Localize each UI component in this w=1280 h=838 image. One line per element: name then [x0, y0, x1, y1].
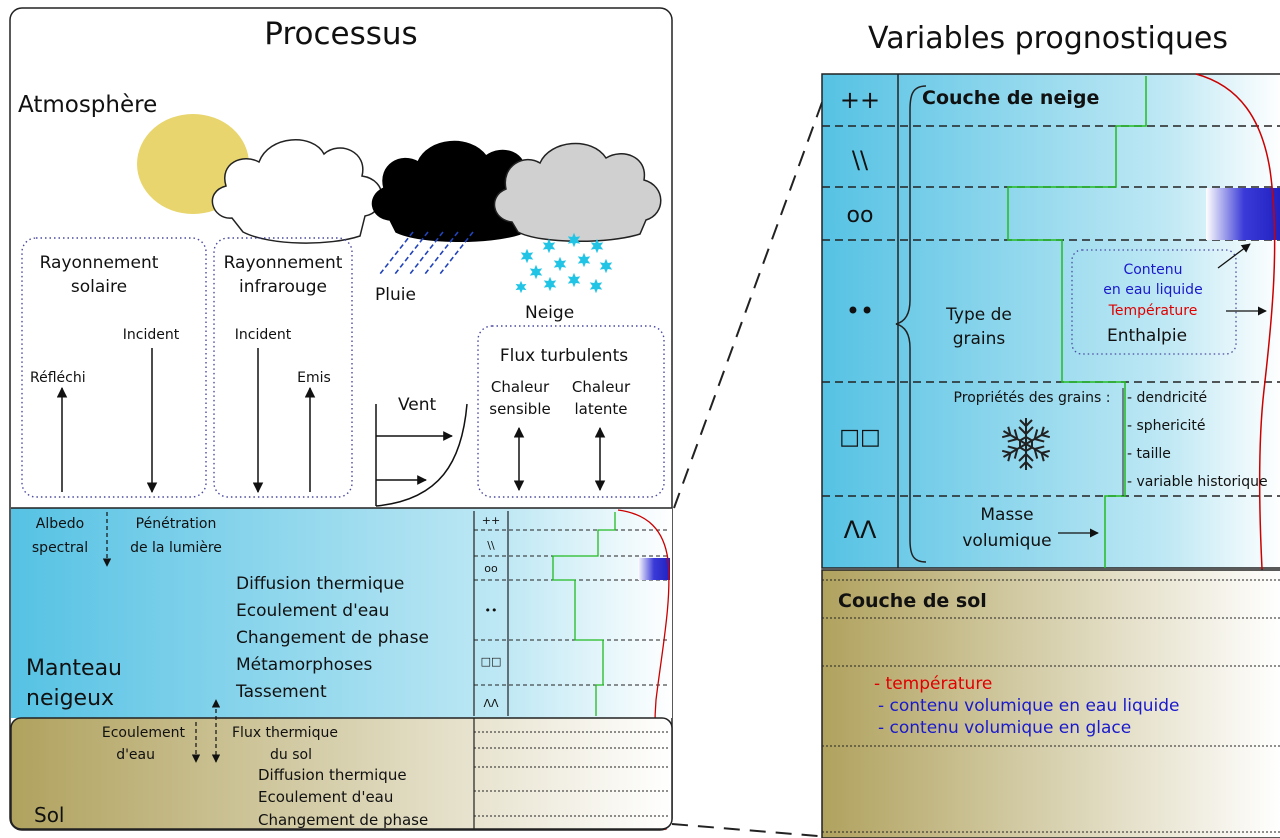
density-label: Masse [980, 505, 1033, 525]
grain-symbol-3: oo [847, 203, 874, 228]
albedo-label-2: spectral [32, 540, 88, 556]
infrared-incident-label: Incident [235, 327, 292, 343]
rain-icon [379, 231, 474, 275]
liquid-water-content-label-2: en eau liquide [1103, 282, 1202, 298]
density-label-2: volumique [962, 531, 1051, 551]
emitted-label: Emis [297, 370, 331, 386]
snow-process-4: Métamorphoses [236, 655, 372, 675]
ground-heat-flux-label-2: du sol [270, 747, 312, 763]
grain-property-1: - dendricité [1127, 390, 1207, 406]
snow-process-1: Diffusion thermique [236, 574, 404, 594]
soil-region [10, 717, 673, 830]
wind-profile-curve [375, 403, 468, 507]
grain-type-brace [895, 85, 927, 563]
zoom-line-top [673, 85, 829, 509]
white-cloud-icon [211, 139, 383, 244]
grain-property-3: - taille [1127, 446, 1171, 462]
soil-variable-2: - contenu volumique en eau liquide [878, 696, 1179, 716]
ground-heat-flux-label: Flux thermique [232, 725, 338, 741]
mini-grain-3: oo [484, 562, 498, 575]
mini-density-profile [552, 512, 616, 716]
atmosphere-label: Atmosphère [18, 92, 157, 118]
processes-title: Processus [264, 16, 417, 52]
grey-cloud-icon [493, 142, 662, 242]
grain-symbol-5: □□ [839, 425, 881, 450]
infrared-label-2: infrarouge [239, 277, 327, 297]
snow-layer-title: Couche de neige [922, 87, 1099, 109]
latent-heat-label-2: latente [574, 400, 627, 418]
mini-grain-5: □□ [481, 655, 502, 668]
infrared-label: Rayonnement [224, 253, 343, 273]
soil-water-flow-label: Ecoulement [102, 725, 186, 741]
grain-symbol-2: \\ [852, 146, 869, 174]
prognostic-title: Variables prognostiques [868, 21, 1228, 56]
light-penetration-label-2: de la lumière [130, 540, 222, 556]
solar-incident-label: Incident [123, 327, 180, 343]
grain-properties-label: Propriétés des grains : [954, 390, 1111, 406]
grain-type-label: Type de [945, 305, 1012, 325]
enthalpy-label: Enthalpie [1107, 326, 1187, 346]
grain-property-2: - sphericité [1127, 418, 1206, 434]
soil-layer-title: Couche de sol [838, 590, 987, 612]
soil-process-2: Ecoulement d'eau [258, 788, 393, 806]
snow-crystal-icon [998, 418, 1054, 471]
liquid-water-arrow [1217, 243, 1251, 269]
light-penetration-label: Pénétration [136, 516, 217, 532]
sensible-heat-label: Chaleur [491, 378, 550, 396]
snowpack-label-2: neigeux [26, 686, 114, 711]
mini-liquid-water-bar [638, 558, 670, 580]
mini-grain-1: ++ [482, 514, 500, 527]
prognostic-variables-panel: Variables prognostiques ++ \\ oo •• □□ Λ… [821, 21, 1280, 838]
soil-process-1: Diffusion thermique [258, 766, 407, 784]
snowpack-label: Manteau [26, 656, 122, 681]
grain-property-4: - variable historique [1127, 474, 1268, 490]
grain-symbol-1: ++ [840, 86, 880, 114]
zoom-line-bottom [671, 823, 819, 837]
soil-variable-3: - contenu volumique en glace [878, 718, 1131, 738]
turbulent-flux-title: Flux turbulents [500, 346, 628, 366]
mini-layer-column: ++ \\ oo •• □□ ΛΛ [473, 509, 670, 831]
snow-process-5: Tassement [235, 682, 327, 702]
processes-panel: Processus Atmosphère Pluie [9, 7, 673, 831]
sensible-heat-label-2: sensible [489, 400, 550, 418]
grain-symbol-6: ΛΛ [844, 516, 877, 544]
snow-process-3: Changement de phase [236, 628, 429, 648]
latent-heat-label: Chaleur [572, 378, 631, 396]
solar-radiation-label: Rayonnement [40, 253, 159, 273]
reflected-label: Réfléchi [30, 370, 86, 386]
rain-label: Pluie [375, 285, 416, 305]
snow-process-2: Ecoulement d'eau [236, 601, 389, 621]
snowpack-region [11, 508, 672, 718]
mini-grain-4: •• [485, 604, 498, 617]
liquid-water-bar [1206, 188, 1280, 240]
soil-water-flow-label-2: d'eau [116, 747, 155, 763]
mini-grain-2: \\ [487, 539, 495, 552]
wind-label: Vent [398, 395, 437, 415]
temperature-label: Température [1108, 303, 1198, 319]
grain-type-label-2: grains [953, 329, 1006, 349]
soil-process-3: Changement de phase [258, 811, 428, 829]
albedo-label: Albedo [36, 516, 84, 532]
mini-grain-6: ΛΛ [483, 697, 499, 710]
grain-symbol-4: •• [846, 297, 874, 325]
density-profile [1007, 76, 1147, 568]
soil-variable-1: - température [874, 674, 992, 694]
soil-label: Sol [34, 803, 65, 827]
solar-radiation-label-2: solaire [71, 277, 127, 297]
liquid-water-content-label: Contenu [1123, 262, 1182, 278]
snowfall-label: Neige [525, 303, 574, 323]
snow-layer-box [821, 73, 1280, 569]
soil-layer-box [821, 569, 1280, 838]
